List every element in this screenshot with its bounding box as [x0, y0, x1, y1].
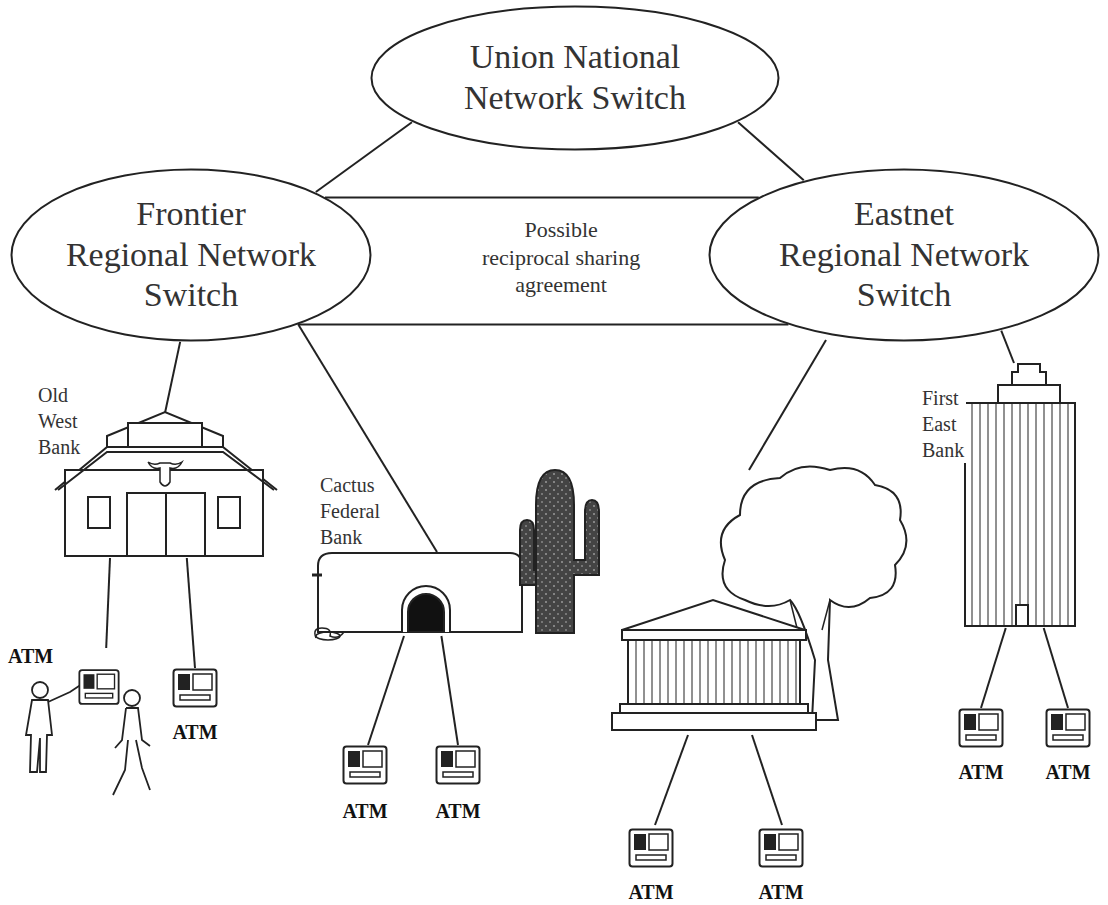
atm-label: ATM — [428, 799, 488, 823]
atm: ATM — [951, 708, 1011, 784]
network-link — [316, 122, 412, 192]
atm-label: ATM — [951, 760, 1011, 784]
network-link — [299, 325, 437, 552]
atm-label: ATM — [1038, 760, 1098, 784]
network-link — [441, 636, 458, 745]
atm: ATM — [428, 745, 488, 823]
atm-label: ATM — [335, 799, 395, 823]
atm: ATM — [335, 745, 395, 823]
network-link — [368, 636, 404, 745]
atm-label: ATM — [751, 880, 811, 904]
network-link — [1044, 628, 1068, 708]
network-link — [1001, 331, 1014, 363]
atm-label: ATM — [8, 644, 53, 668]
link-label: Possible reciprocal sharing agreement — [478, 216, 644, 299]
bank: Cactus Federal Bank — [305, 552, 525, 636]
atm: ATM — [165, 668, 225, 744]
network-link — [738, 122, 804, 180]
network-link — [106, 558, 110, 648]
switch-label: Eastnet Regional Network Switch — [779, 194, 1029, 316]
atm: ATM — [5, 648, 120, 708]
regional-switch: Frontier Regional Network Switch — [10, 168, 372, 342]
atm: ATM — [621, 828, 681, 904]
network-link — [187, 558, 195, 668]
network-link — [165, 342, 180, 412]
atm-label: ATM — [165, 720, 225, 744]
regional-switch: Eastnet Regional Network Switch — [708, 168, 1100, 342]
bank-label: Cactus Federal Bank — [320, 472, 380, 550]
atm-label: ATM — [621, 880, 681, 904]
switch-ellipse — [370, 5, 780, 151]
network-link — [981, 628, 1006, 708]
bank: Old West Bank — [38, 412, 278, 558]
atm: ATM — [1038, 708, 1098, 784]
atm: ATM — [751, 828, 811, 904]
national-switch: Union National Network Switch — [370, 5, 780, 151]
bank-label: First East Bank — [920, 385, 966, 463]
switch-label: Frontier Regional Network Switch — [66, 194, 316, 316]
bank-label: Old West Bank — [38, 382, 80, 460]
bank: First East Bank — [915, 363, 1080, 628]
switch-label: Union National Network Switch — [464, 37, 686, 119]
